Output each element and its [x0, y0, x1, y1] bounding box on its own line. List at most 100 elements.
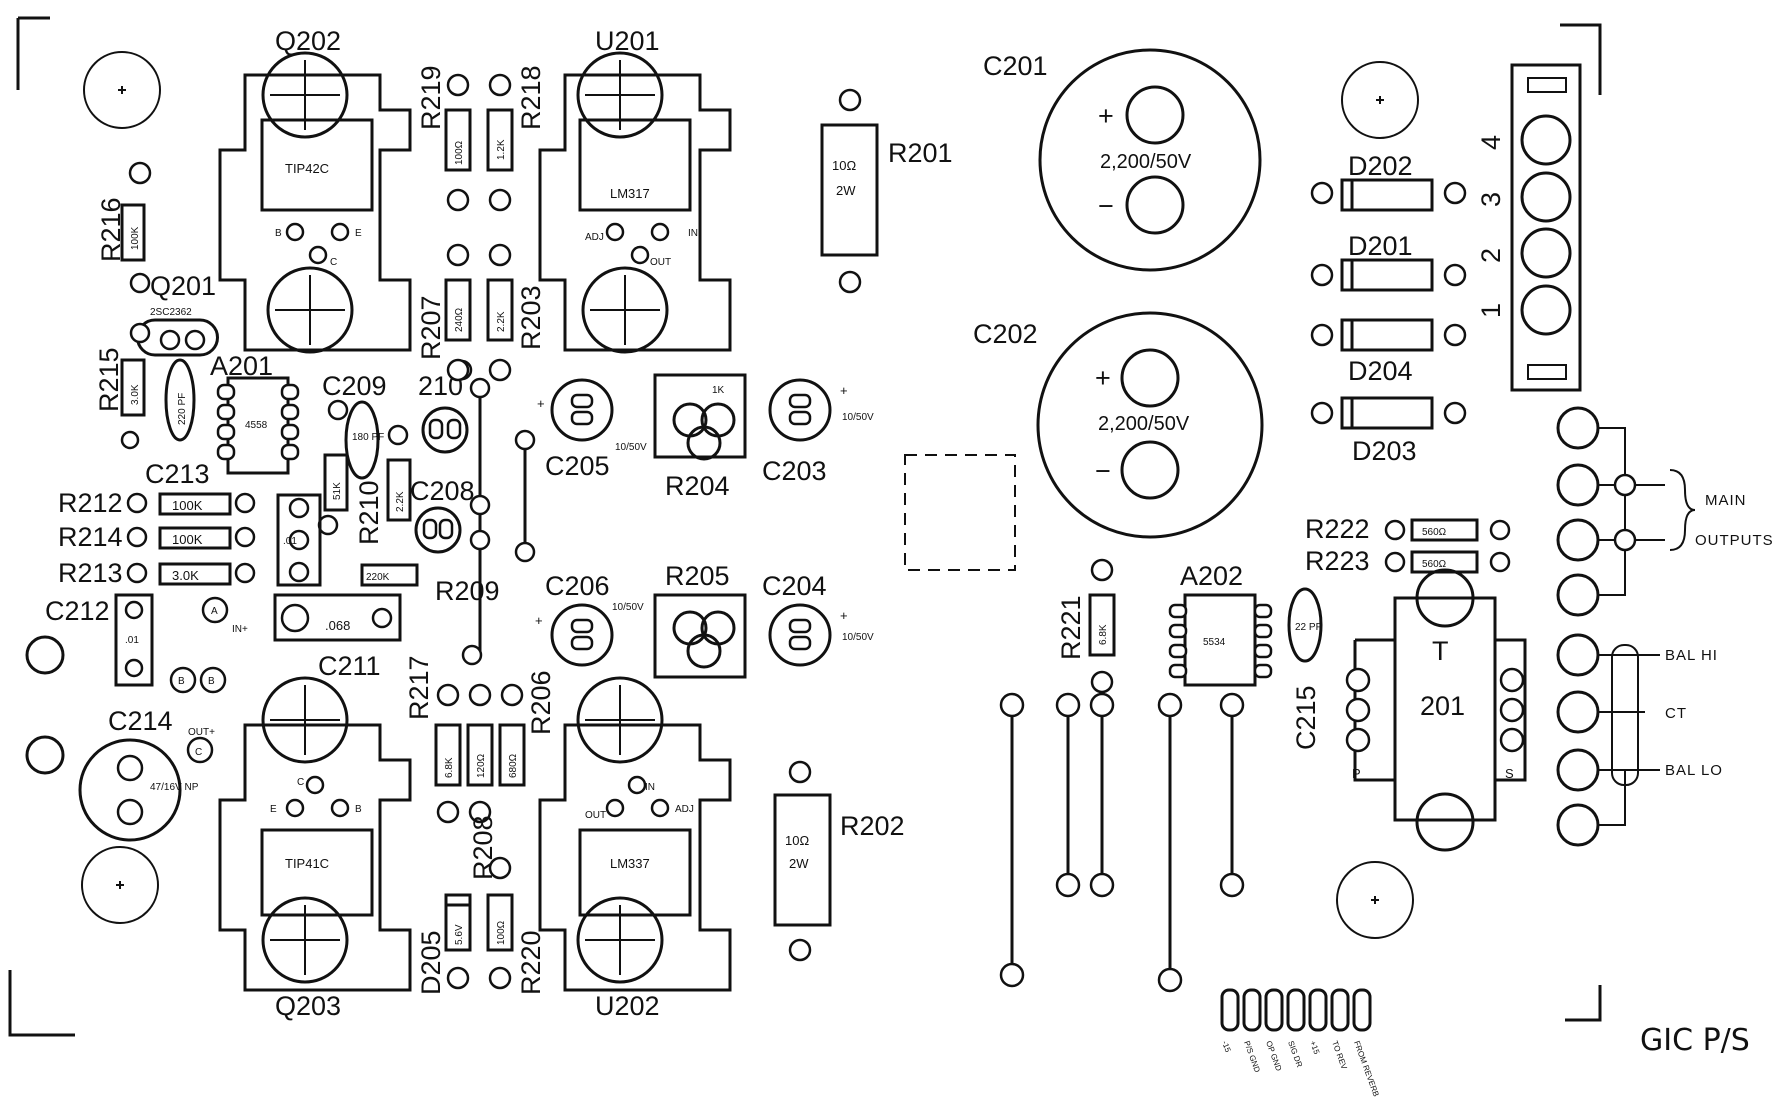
d203-label: D203 [1352, 436, 1417, 466]
r207-value: 240Ω [454, 307, 465, 332]
c202-value: 2,200/50V [1098, 413, 1190, 435]
u202-part: LM337 [610, 856, 650, 871]
d205-label: D205 [416, 930, 446, 995]
q203-pin-c: C [297, 777, 304, 788]
power-resistors: 10Ω 2W R201 10Ω 2W R202 [773, 88, 953, 962]
c204-plus: + [840, 608, 848, 623]
header-pin-1: -15 [1220, 1040, 1233, 1054]
ct-label: CT [1665, 705, 1687, 722]
r223-value: 560Ω [1422, 559, 1447, 570]
c202-label: C202 [973, 319, 1038, 349]
r217-label: R217 [404, 655, 434, 720]
q201-part: 2SC2362 [150, 307, 192, 318]
r219-label: R219 [416, 65, 446, 130]
r213-label: R213 [58, 558, 123, 588]
r218-value: 1.2K [496, 139, 507, 160]
q203-part: TIP41C [285, 856, 329, 871]
header-pin-2: P/S GND [1242, 1040, 1262, 1074]
u202-label: U202 [595, 991, 660, 1021]
a202-label: A202 [1180, 561, 1243, 591]
r212-label: R212 [58, 488, 123, 518]
c213-label: C213 [145, 459, 210, 489]
c208-label: C208 [410, 476, 475, 506]
pin-b-mark-2: B [208, 676, 215, 687]
u201-label: U201 [595, 26, 660, 56]
output-resistors: R222 560Ω R223 560Ω [1305, 514, 1511, 576]
in-plus-mark: IN+ [232, 624, 248, 635]
r216-value: 100K [130, 226, 141, 250]
u202-pin-in: IN [645, 782, 655, 793]
c211-label: C211 [318, 651, 381, 681]
c215-label: C215 [1291, 685, 1321, 750]
r215-value: 3.0K [130, 384, 141, 405]
t201-num: 201 [1420, 691, 1465, 721]
r222-value: 560Ω [1422, 527, 1447, 538]
c206-value: 10/50V [612, 602, 644, 613]
c202-plus: + [1095, 363, 1111, 393]
r221-value: 6.8K [1098, 624, 1109, 645]
d205-value: 5.6V [454, 924, 465, 945]
r204-label: R204 [665, 471, 730, 501]
c201-plus: + [1098, 101, 1114, 131]
r206-label: R206 [526, 670, 556, 735]
r209-value: 220K [366, 572, 390, 583]
r201-value: 10Ω [832, 158, 856, 173]
main-outputs-line2: OUTPUTS [1695, 532, 1774, 549]
r210-label: R210 [354, 480, 384, 545]
u201-regulator: U201 LM317 ADJ IN OUT [538, 26, 732, 354]
r212-value: 100K [172, 498, 203, 513]
c205-plus: + [537, 396, 545, 411]
a202-opamp: 6.8K R221 A202 5534 22 PF C215 [1056, 558, 1323, 750]
q202-label: Q202 [275, 26, 341, 56]
d201-label: D201 [1348, 231, 1413, 261]
r219-value: 100Ω [454, 140, 465, 165]
t201-transformer: T 201 P S [1345, 568, 1527, 852]
r220-label: R220 [516, 930, 546, 995]
u201-pin-adj: ADJ [585, 232, 604, 243]
u201-pin-in: IN [688, 228, 698, 239]
header-pin-7: FROM REVERB [1352, 1040, 1381, 1098]
c214-value: 47/16V NP [150, 782, 199, 793]
conn-pin-4: 4 [1476, 135, 1506, 150]
jumper-wires [999, 692, 1245, 993]
bal-lo-label: BAL LO [1665, 762, 1723, 779]
u202-pin-adj: ADJ [675, 804, 694, 815]
r213-value: 3.0K [172, 568, 199, 583]
r208-value: 2.2K [395, 491, 406, 512]
r204-value: 1K [712, 385, 725, 396]
u201-pin-out: OUT [650, 257, 671, 268]
pin-b-mark: B [178, 676, 185, 687]
c209-value: 180 PF [352, 432, 384, 443]
c202-minus: − [1095, 456, 1111, 486]
t201-secondary: S [1505, 766, 1514, 781]
q203-pin-e: E [270, 804, 277, 815]
a201-opamp: A201 4558 C209 180 PF 210 51K 2.2K R210 … [201, 351, 500, 681]
r210-value: 51K [332, 482, 343, 500]
d202-label: D202 [1348, 151, 1413, 181]
c212-label: C212 [45, 596, 110, 626]
a201-part: 4558 [245, 420, 268, 431]
r214-value: 100K [172, 532, 203, 547]
c201-label: C201 [983, 51, 1048, 81]
conn-pin-3: 3 [1476, 192, 1506, 207]
r203-value: 2.2K [496, 311, 507, 332]
q202-pin-b: B [275, 228, 282, 239]
c203-plus: + [840, 383, 848, 398]
d204-label: D204 [1348, 356, 1413, 386]
c204-value: 10/50V [842, 632, 874, 643]
c206-plus: + [535, 613, 543, 628]
c204-label: C204 [762, 571, 827, 601]
pin-a-mark: A [211, 606, 218, 617]
cap-misc-value: .01 [283, 536, 297, 547]
header-pin-6: TO REV [1330, 1040, 1349, 1072]
q202-transistor: Q202 TIP42C B E C [218, 26, 412, 354]
rectifier-diodes: D202 D201 D204 D203 [1310, 151, 1467, 466]
q201-label: Q201 [150, 271, 216, 301]
c214-label: C214 [108, 706, 173, 736]
c211-value: .068 [325, 618, 350, 633]
header-pin-5: +15 [1308, 1040, 1321, 1056]
r207-label: R207 [416, 295, 446, 360]
left-column-parts: 100K R216 Q201 2SC2362 3.0K R215 220 PF … [25, 161, 256, 842]
q202-pin-c: C [330, 257, 337, 268]
